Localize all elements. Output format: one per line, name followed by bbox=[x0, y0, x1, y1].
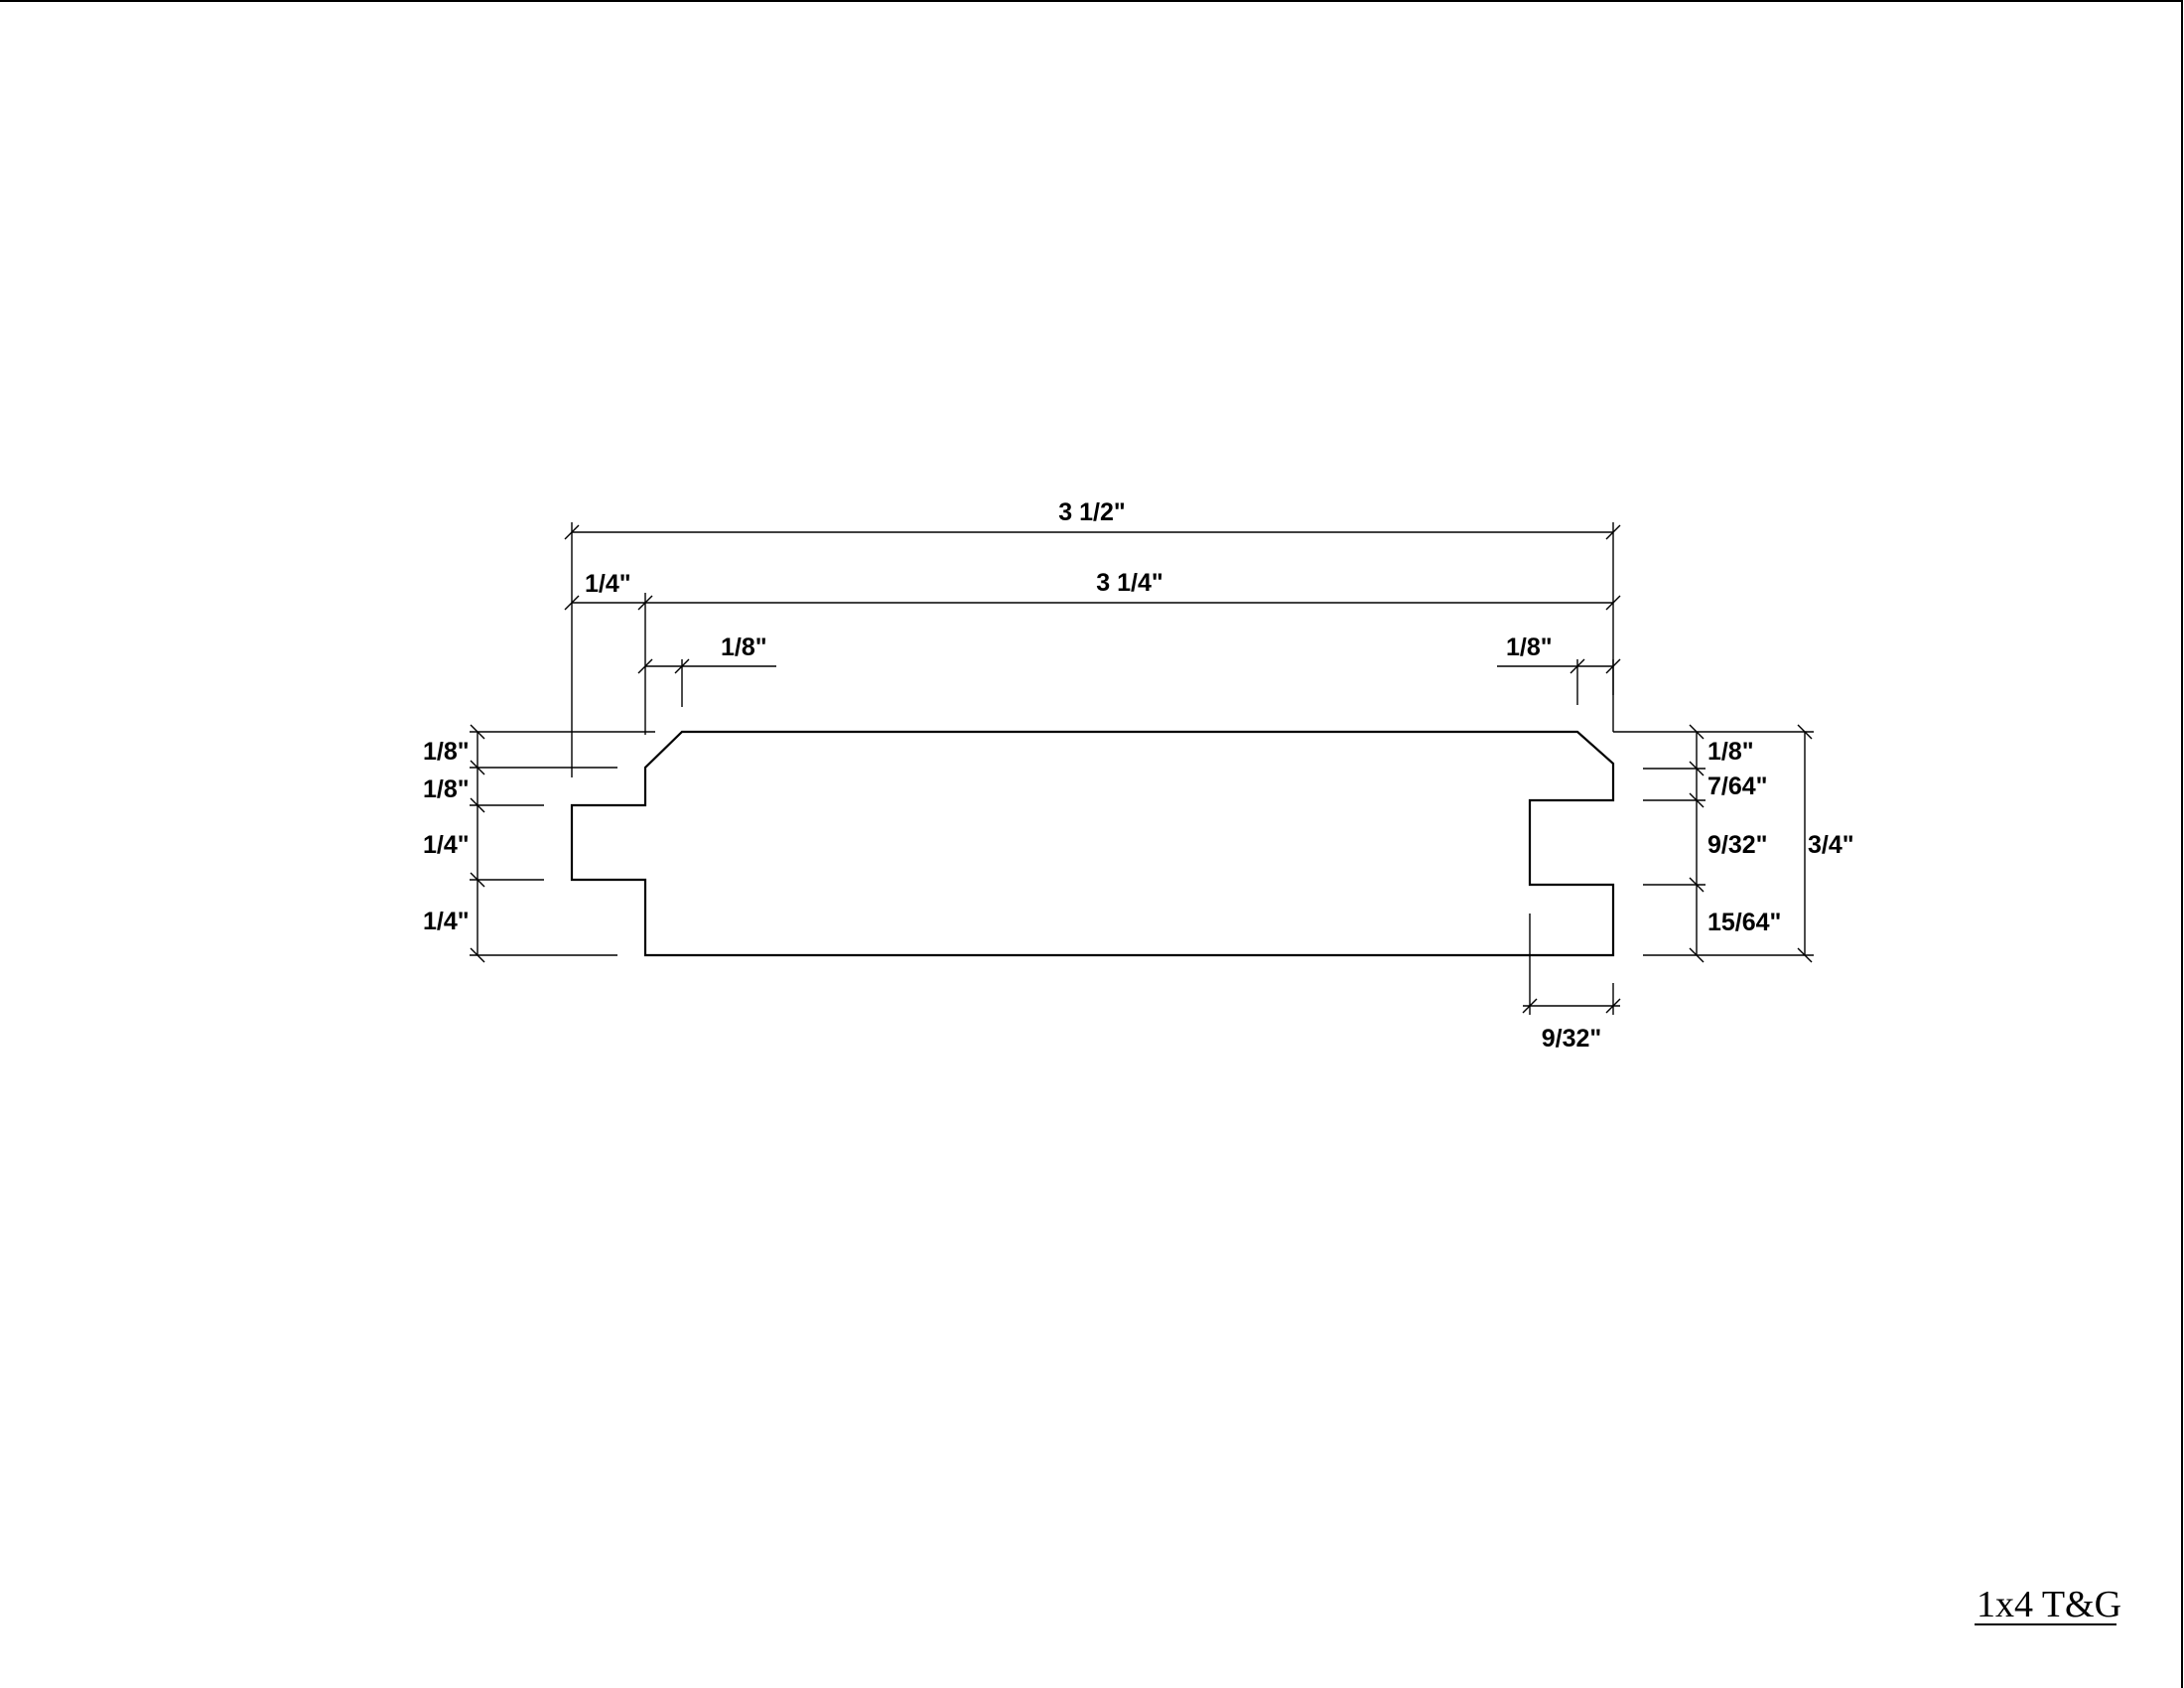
total-thickness-dimension: 3/4" bbox=[1706, 724, 1854, 963]
drawing-title: 1x4 T&G bbox=[1977, 1584, 2121, 1625]
dim-left-upper-shoulder: 1/8" bbox=[423, 775, 470, 803]
board-profile bbox=[570, 730, 1615, 957]
right-side-dimensions: 1/8" 7/64" 9/32" 15/64" bbox=[1613, 724, 1781, 963]
dim-left-chamfer-height: 1/8" bbox=[423, 738, 470, 766]
dim-right-lower-lip: 15/64" bbox=[1707, 909, 1781, 936]
dim-face-width: 3 1/4" bbox=[1096, 569, 1162, 597]
dim-total-thickness: 3/4" bbox=[1808, 831, 1854, 859]
face-width-dimension: 3 1/4" 1/4" bbox=[564, 569, 1621, 735]
dim-left-tongue-height: 1/4" bbox=[423, 831, 470, 859]
dim-right-groove-height: 9/32" bbox=[1707, 831, 1768, 859]
title-block: 1x4 T&G bbox=[1975, 1584, 2121, 1625]
dim-right-chamfer-height: 1/8" bbox=[1707, 738, 1754, 766]
dim-left-lower-shoulder: 1/4" bbox=[423, 908, 470, 935]
dim-tongue-length: 1/4" bbox=[585, 570, 631, 598]
overall-width-dimension: 3 1/2" bbox=[564, 498, 1621, 777]
groove-depth-dimension: 9/32" bbox=[1522, 914, 1621, 1053]
dim-groove-depth: 9/32" bbox=[1542, 1025, 1602, 1053]
dim-right-chamfer-width: 1/8" bbox=[1506, 633, 1553, 661]
dim-left-chamfer-width: 1/8" bbox=[721, 633, 767, 661]
dim-overall-width: 3 1/2" bbox=[1058, 498, 1125, 526]
left-chamfer-dimension: 1/8" bbox=[637, 633, 776, 707]
dim-right-upper-lip: 7/64" bbox=[1707, 773, 1768, 800]
right-chamfer-dimension: 1/8" bbox=[1497, 633, 1621, 705]
left-side-dimensions: 1/8" 1/8" 1/4" 1/4" bbox=[423, 724, 655, 963]
